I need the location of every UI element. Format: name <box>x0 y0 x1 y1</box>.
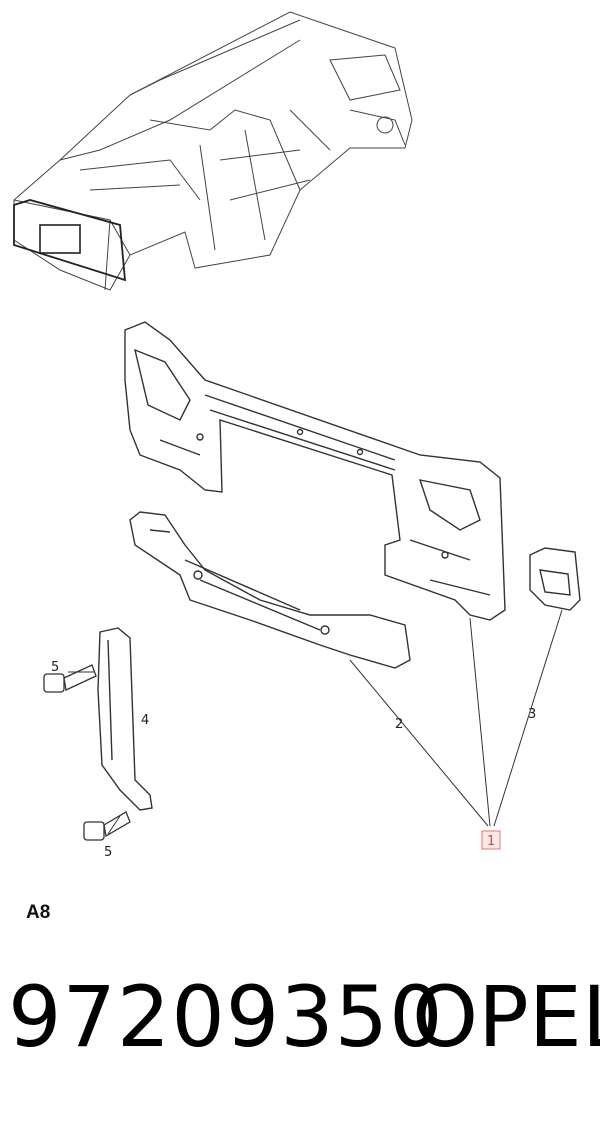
bolt-part-5-upper <box>43 664 97 693</box>
support-part-4 <box>97 627 153 811</box>
callout-2: 2 <box>395 717 403 732</box>
cross-member-part-2 <box>129 511 411 669</box>
callout-4: 4 <box>141 713 149 728</box>
car-body-overview <box>13 11 413 291</box>
leader-lines <box>68 609 563 835</box>
parts-diagram: 2 3 4 5 5 1 <box>13 11 581 860</box>
brand-name: OPEL <box>412 968 600 1066</box>
front-panel-part-1 <box>124 321 506 621</box>
callout-5-upper: 5 <box>51 660 59 675</box>
part-number: 97209350 <box>8 968 444 1066</box>
bolt-part-5-lower <box>83 811 131 841</box>
callout-1: 1 <box>487 834 495 849</box>
callout-1-highlight[interactable]: 1 <box>481 830 501 850</box>
section-code: A8 <box>26 902 51 923</box>
callout-5-lower: 5 <box>104 845 112 860</box>
bracket-part-3 <box>529 547 581 611</box>
callout-3: 3 <box>528 707 536 722</box>
